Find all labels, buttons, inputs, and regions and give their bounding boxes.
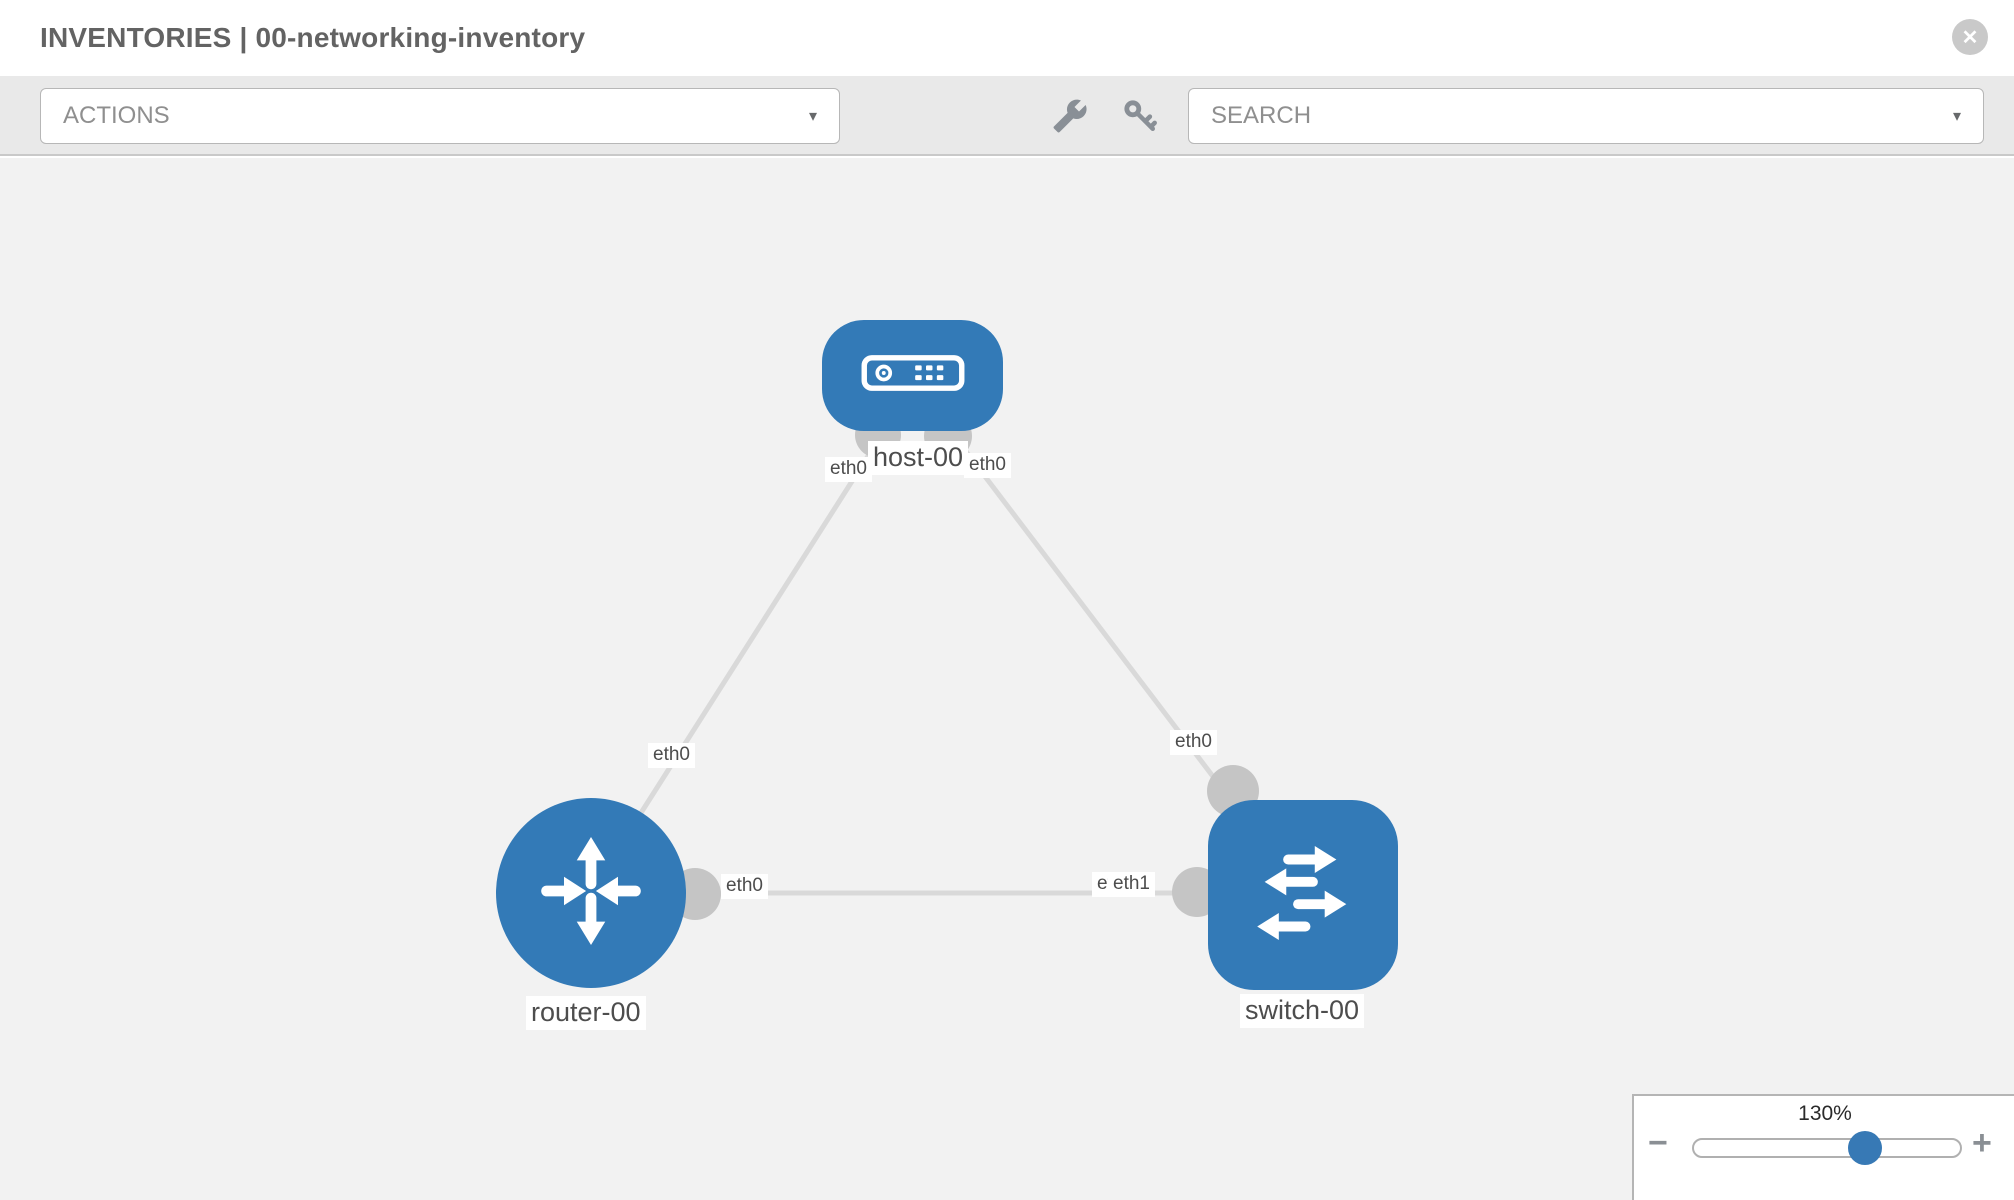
switch-icon [1241, 831, 1365, 960]
configure-button[interactable] [1048, 98, 1092, 138]
wrench-icon [1052, 98, 1088, 139]
actions-dropdown[interactable]: ACTIONS ▾ [40, 88, 840, 144]
key-icon [1122, 98, 1158, 139]
port-label-router-eth0-uplink: eth0 [648, 743, 695, 768]
actions-dropdown-label: ACTIONS [63, 102, 170, 129]
header: INVENTORIES | 00-networking-inventory ✕ [0, 0, 2014, 76]
chevron-down-icon: ▾ [808, 108, 817, 125]
topology-canvas[interactable]: host-00 router-00 switch-00 eth0 eth0 et… [0, 158, 2014, 1200]
minus-icon: − [1648, 1124, 1668, 1162]
port-label-switch-eth0: eth0 [1170, 730, 1217, 755]
zoom-in-button[interactable]: + [1972, 1124, 1992, 1163]
node-label-switch-00: switch-00 [1240, 994, 1365, 1028]
router-icon [531, 831, 651, 956]
links-layer [587, 412, 1305, 920]
host-device-icon [861, 353, 965, 398]
zoom-control-panel: 130% − + [1632, 1094, 2014, 1200]
toolbar: ACTIONS ▾ SEARCH ▾ [0, 76, 2014, 156]
zoom-out-button[interactable]: − [1648, 1124, 1668, 1163]
node-host-00[interactable] [822, 320, 1003, 431]
plus-icon: + [1972, 1124, 1992, 1162]
port-label-router-eth0-right: eth0 [721, 874, 768, 899]
node-label-router-00: router-00 [526, 996, 646, 1030]
zoom-slider-track[interactable] [1692, 1138, 1962, 1158]
zoom-slider-thumb[interactable] [1848, 1131, 1882, 1165]
page-title: INVENTORIES | 00-networking-inventory [40, 22, 586, 53]
node-label-host-00: host-00 [868, 441, 969, 475]
port-label-host-eth0-left: eth0 [825, 457, 872, 482]
port-label-switch-eth1: eth1 [1108, 872, 1155, 897]
credentials-button[interactable] [1118, 98, 1162, 138]
chevron-down-icon: ▾ [1952, 108, 1961, 125]
close-button[interactable]: ✕ [1952, 19, 1988, 55]
port-label-host-eth0-right: eth0 [964, 453, 1011, 478]
search-dropdown[interactable]: SEARCH ▾ [1188, 88, 1984, 144]
node-router-00[interactable] [496, 798, 686, 988]
node-switch-00[interactable] [1208, 800, 1398, 990]
search-dropdown-label: SEARCH [1211, 102, 1312, 129]
close-icon: ✕ [1961, 26, 1979, 49]
zoom-level-value: 130% [1798, 1102, 1852, 1125]
